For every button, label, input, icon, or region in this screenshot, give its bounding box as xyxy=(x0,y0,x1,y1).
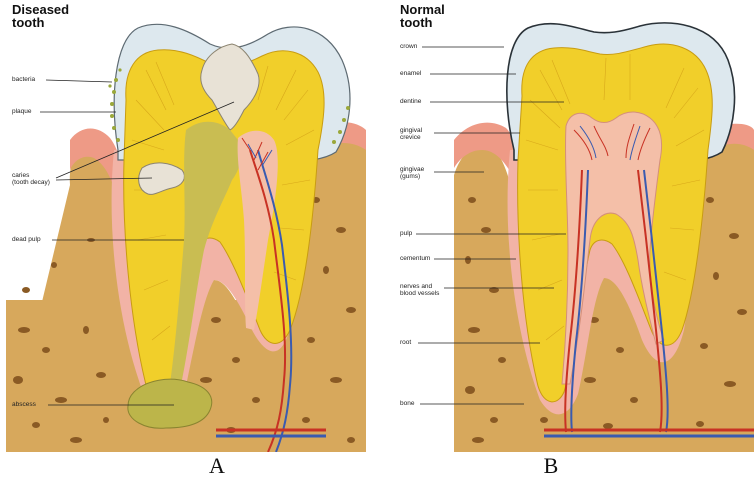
label-gingival-crevice: gingival crevice xyxy=(400,127,422,141)
label-abscess: abscess xyxy=(12,401,36,408)
title-line: tooth xyxy=(12,16,69,29)
diseased-tooth-panel: Diseased tooth bacteria plaque caries (t… xyxy=(6,0,366,452)
label-nerves-and-blood-vessels: nerves and blood vessels xyxy=(400,283,439,297)
title-line: tooth xyxy=(400,16,445,29)
abscess xyxy=(128,379,212,428)
label-plaque: plaque xyxy=(12,108,32,115)
label-cementum: cementum xyxy=(400,255,430,262)
normal-tooth-title: Normal tooth xyxy=(400,3,445,29)
label-gingivae: gingivae (gums) xyxy=(400,166,424,180)
label-caries: caries (tooth decay) xyxy=(12,172,50,186)
label-gingival-line2: crevice xyxy=(400,134,422,141)
label-pulp: pulp xyxy=(400,230,412,237)
label-enamel: enamel xyxy=(400,70,421,77)
label-caries-line2: (tooth decay) xyxy=(12,179,50,186)
caption-a: A xyxy=(197,454,237,478)
label-nerves-line1: nerves and xyxy=(400,283,439,290)
normal-tooth-panel: Normal tooth crown enamel dentine gingiv… xyxy=(394,0,754,452)
label-gingival-line1: gingival xyxy=(400,127,422,134)
label-crown: crown xyxy=(400,43,417,50)
caption-b: B xyxy=(531,454,571,478)
diseased-tooth-illustration xyxy=(6,0,366,452)
label-gingivae-line1: gingivae xyxy=(400,166,424,173)
label-gingivae-line2: (gums) xyxy=(400,173,424,180)
diseased-tooth-title: Diseased tooth xyxy=(12,3,69,29)
label-bone: bone xyxy=(400,400,414,407)
normal-tooth-illustration xyxy=(394,0,754,452)
label-dead-pulp: dead pulp xyxy=(12,236,41,243)
label-caries-line1: caries xyxy=(12,172,50,179)
label-root: root xyxy=(400,339,411,346)
label-dentine: dentine xyxy=(400,98,421,105)
label-nerves-line2: blood vessels xyxy=(400,290,439,297)
label-bacteria: bacteria xyxy=(12,76,35,83)
